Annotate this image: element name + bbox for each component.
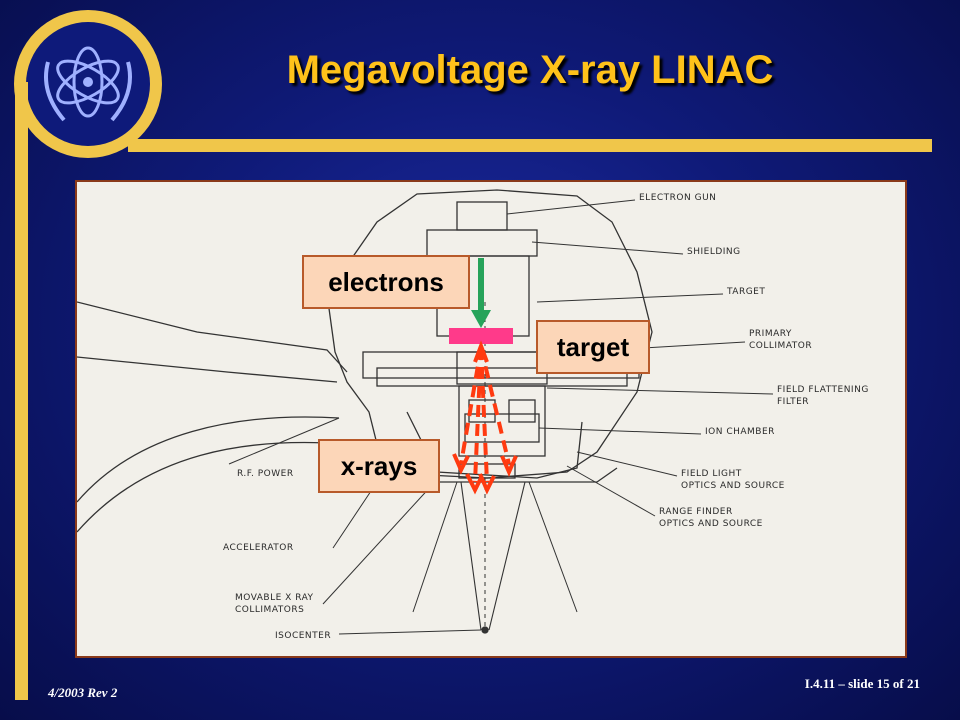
- footer-slide-number: I.4.11 – slide 15 of 21: [804, 676, 920, 691]
- gantry-outline: [77, 301, 348, 373]
- electron-gun-block: [456, 201, 508, 231]
- slide-title: Megavoltage X-ray LINAC: [286, 48, 774, 92]
- label-shielding: SHIELDING: [687, 247, 741, 257]
- label-field-flattening-filter: FIELD FLATTENING FILTER: [777, 385, 869, 407]
- isocenter-point: [481, 626, 489, 634]
- electron-arrow: [471, 258, 491, 328]
- label-primary-collimator: PRIMARY COLLIMATOR: [749, 329, 813, 351]
- label-field-light: FIELD LIGHT OPTICS AND SOURCE: [681, 469, 785, 491]
- side-rail: [15, 82, 28, 700]
- label-range-finder: RANGE FINDER OPTICS AND SOURCE: [659, 507, 763, 529]
- callout-electrons: electrons: [302, 255, 470, 309]
- head-housing-outline: [326, 189, 653, 479]
- header-rail: [128, 139, 932, 152]
- label-ion-chamber: ION CHAMBER: [705, 427, 775, 437]
- callout-target: target: [536, 320, 650, 374]
- label-accelerator: ACCELERATOR: [223, 543, 294, 553]
- target-bar: [449, 328, 513, 344]
- atom-olive-wreath-icon: [44, 46, 132, 122]
- label-movable-collimators: MOVABLE X RAY COLLIMATORS: [235, 593, 314, 615]
- beam-cone: [460, 481, 526, 631]
- label-electron-gun: ELECTRON GUN: [639, 193, 717, 203]
- linac-diagram: ELECTRON GUN SHIELDING TARGET PRIMARY CO…: [75, 180, 907, 658]
- label-target: TARGET: [727, 287, 766, 297]
- callout-xrays: x-rays: [318, 439, 440, 493]
- footer-date: 4/2003 Rev 2: [48, 685, 118, 700]
- xray-arrows: [459, 347, 511, 483]
- label-isocenter: ISOCENTER: [275, 631, 332, 641]
- label-rf-power: R.F. POWER: [237, 469, 294, 479]
